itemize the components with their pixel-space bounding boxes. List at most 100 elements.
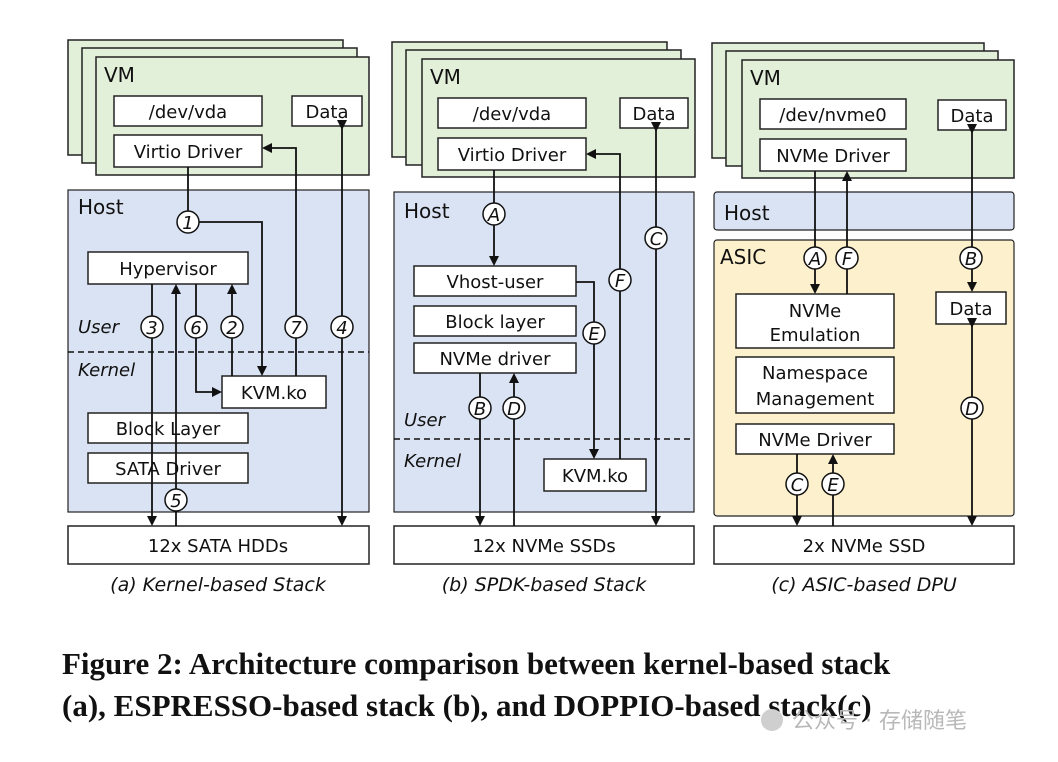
namespace-label-1: Namespace (762, 363, 868, 384)
kvm-box (221, 375, 327, 409)
step-e-label: E (588, 324, 600, 345)
step-d-label: D (965, 399, 979, 420)
block-layer-box (413, 305, 577, 337)
dev-vda-label: /dev/vda (149, 102, 227, 123)
step-d-label: D (507, 399, 521, 420)
virtio-driver-box (437, 137, 587, 171)
step-d-marker (960, 396, 984, 420)
asic-data-label: Data (950, 299, 993, 320)
flow-arrow-1 (187, 167, 267, 376)
hypervisor-box (87, 251, 249, 285)
step-d-marker (502, 396, 526, 420)
step-5-marker (164, 488, 188, 512)
storage-box (713, 525, 1015, 565)
host-label: Host (404, 199, 450, 223)
kvm-label: KVM.ko (241, 383, 307, 404)
vm-label: VM (104, 63, 135, 87)
flow-arrow-e (576, 281, 599, 459)
hypervisor-label: Hypervisor (119, 259, 217, 280)
step-e-marker (821, 472, 845, 496)
step-a-marker (803, 246, 827, 270)
nvme-emulation-label-2: Emulation (770, 325, 861, 346)
step-e-marker (582, 321, 606, 345)
vm-label: VM (430, 65, 461, 89)
vhost-user-label: Vhost-user (447, 272, 545, 293)
panel-caption: (b) SPDK-based Stack (442, 574, 647, 596)
step-b-label: B (965, 249, 977, 270)
step-3-marker (140, 315, 164, 339)
kvm-box (543, 458, 647, 492)
asic-label: ASIC (720, 245, 766, 269)
step-f-label: F (842, 249, 853, 270)
kvm-label: KVM.ko (562, 466, 628, 487)
host-region (713, 191, 1015, 231)
storage-label: 2x NVMe SSD (803, 536, 926, 557)
figure-caption-line-2: (a), ESPRESSO-based stack (b), and DOPPI… (62, 688, 872, 723)
nvme-emulation-box (735, 293, 895, 349)
nvme-driver-label: NVMe driver (439, 349, 551, 370)
namespace-management-box (735, 356, 895, 414)
step-c-marker (785, 472, 809, 496)
figure-caption-line-1: Figure 2: Architecture comparison betwee… (62, 646, 891, 681)
step-c-marker (644, 226, 668, 250)
step-c-label: C (791, 475, 804, 496)
virtio-driver-box (113, 134, 263, 168)
step-a-label: A (808, 249, 821, 270)
step-6-marker (184, 315, 208, 339)
step-5-label: 5 (170, 491, 181, 512)
vm-label: VM (750, 66, 781, 90)
step-b-marker (468, 396, 492, 420)
host-label: Host (724, 201, 770, 225)
user-space-label: User (78, 317, 121, 338)
step-1-label: 1 (182, 213, 193, 234)
dev-vda-box (437, 97, 587, 129)
watermark: 公众号 · 存储随笔 (761, 709, 967, 734)
step-4-marker (330, 315, 354, 339)
dev-vda-box (113, 95, 263, 127)
step-b-marker (959, 246, 983, 270)
nvme-driver-vm-label: NVMe Driver (776, 146, 890, 167)
step-f-marker (835, 246, 859, 270)
vm-data-label: Data (306, 102, 349, 123)
vhost-user-box (413, 265, 577, 297)
storage-label: 12x SATA HDDs (148, 536, 288, 557)
step-7-label: 7 (290, 318, 302, 339)
step-b-label: B (474, 399, 486, 420)
step-e-label: E (827, 475, 839, 496)
storage-box (393, 525, 695, 565)
panel-asic-dpu: VM /dev/nvme0 Data NVMe Driver Host ASIC… (711, 42, 1015, 596)
flow-arrow-f (586, 149, 621, 459)
host-label: Host (78, 195, 124, 219)
step-3-label: 3 (146, 318, 157, 339)
panel-spdk-stack: VM /dev/vda Data Virtio Driver Host Vhos… (391, 41, 696, 596)
dev-nvme0-label: /dev/nvme0 (779, 105, 886, 126)
step-a-label: A (487, 205, 500, 226)
nvme-driver-asic-box (735, 423, 895, 455)
virtio-driver-label: Virtio Driver (458, 145, 567, 166)
block-layer-box (87, 412, 249, 444)
step-4-label: 4 (336, 318, 347, 339)
namespace-label-2: Management (756, 389, 875, 410)
sata-driver-label: SATA Driver (115, 459, 221, 480)
panel-kernel-stack: VM /dev/vda Data Virtio Driver Host Hype… (67, 39, 370, 596)
nvme-emulation-label-1: NVMe (789, 301, 841, 322)
nvme-driver-box (413, 342, 577, 374)
step-c-label: C (650, 229, 663, 250)
step-1-marker (176, 210, 200, 234)
wechat-icon (761, 709, 783, 731)
virtio-driver-label: Virtio Driver (134, 142, 243, 163)
step-f-label: F (615, 271, 626, 292)
block-layer-label: Block Layer (116, 419, 221, 440)
block-layer-label: Block layer (445, 312, 545, 333)
step-f-marker (608, 268, 632, 292)
vm-data-box (291, 95, 363, 127)
vm-data-label: Data (951, 106, 994, 127)
user-space-label: User (404, 410, 447, 431)
nvme-driver-asic-label: NVMe Driver (758, 430, 872, 451)
watermark-text: 公众号 · 存储随笔 (792, 709, 967, 734)
kernel-space-label: Kernel (404, 451, 461, 472)
dev-nvme0-box (759, 98, 907, 130)
step-2-label: 2 (226, 318, 237, 339)
kernel-space-label: Kernel (78, 360, 135, 381)
